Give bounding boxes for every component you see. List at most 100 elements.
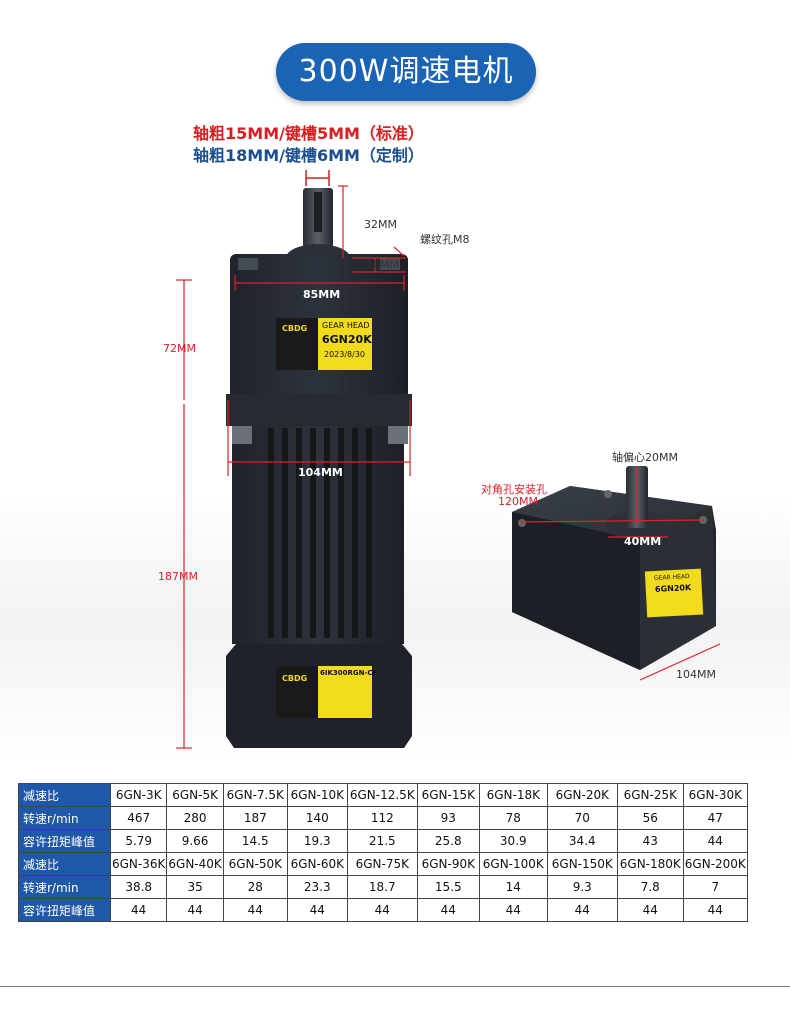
table-cell: 93 [416,806,480,830]
table-cell: 21.5 [346,829,418,853]
table-cell: 6GN-25K [616,783,684,807]
table-row-header: 容许扭矩峰值 [18,898,111,922]
page-title: 300W调速电机 [276,43,536,101]
table-cell: 112 [346,806,418,830]
table-cell: 6GN-18K [478,783,548,807]
table-cell: 7.8 [616,875,684,899]
spec-standard: 轴粗15MM/键槽5MM（标准） [193,124,424,143]
dim-85mm: 85MM [303,288,341,301]
table-cell: 14 [478,875,548,899]
table-row-header: 容许扭矩峰值 [18,829,111,853]
table-cell: 43 [616,829,684,853]
table-cell: 23.3 [286,875,348,899]
table-cell: 44 [616,898,684,922]
table-cell: 6GN-3K [109,783,168,807]
spec-custom: 轴粗18MM/键槽6MM（定制） [193,146,424,165]
table-cell: 6GN-50K [222,852,288,876]
dim-eccentric: 轴偏心20MM [612,451,678,464]
table-cell: 14.5 [222,829,288,853]
table-cell: 6GN-15K [416,783,480,807]
table-cell: 44 [166,898,224,922]
table-row-header: 减速比 [18,852,111,876]
table-cell: 6GN-100K [478,852,548,876]
table-cell: 280 [166,806,224,830]
table-cell: 44 [286,898,348,922]
table-cell: 44 [109,898,168,922]
table-cell: 9.3 [546,875,618,899]
shaft-width-marker [305,170,330,186]
table-cell: 44 [682,829,748,853]
dim-10mm: 10MM [366,258,399,271]
table-cell: 6GN-60K [286,852,348,876]
table-cell: 7 [682,875,748,899]
table-cell: 44 [546,898,618,922]
table-cell: 6GN-200K [682,852,748,876]
table-cell: 15.5 [416,875,480,899]
table-cell: 19.3 [286,829,348,853]
table-cell: 6GN-150K [546,852,618,876]
table-cell: 34.4 [546,829,618,853]
table-cell: 47 [682,806,748,830]
table-cell: 6GN-7.5K [222,783,288,807]
gear-date-label: 2023/8/30 [324,350,366,359]
table-cell: 44 [222,898,288,922]
table-cell: 5.79 [109,829,168,853]
table-cell: 70 [546,806,618,830]
product-drawing [176,170,721,749]
table-cell: 78 [478,806,548,830]
table-cell: 6GN-40K [166,852,224,876]
table-row-header: 转速r/min [18,806,111,830]
gear-head-label: GEAR HEAD [322,321,370,330]
table-row-header: 减速比 [18,783,111,807]
table-cell: 6GN-30K [682,783,748,807]
table-cell: 35 [166,875,224,899]
table-cell: 38.8 [109,875,168,899]
table-row-header: 转速r/min [18,875,111,899]
table-cell: 18.7 [346,875,418,899]
table-cell: 140 [286,806,348,830]
dim-104mm-head: 104MM [676,668,716,681]
dim-diagonal-hole: 对角孔安装孔 [481,483,547,496]
table-cell: 44 [346,898,418,922]
gear-model-label: 6GN20K [322,333,372,346]
dim-40mm: 40MM [624,535,662,548]
table-cell: 6GN-75K [346,852,418,876]
dim-32mm: 32MM [364,218,397,231]
table-cell: 25.8 [416,829,480,853]
table-cell: 6GN-5K [166,783,224,807]
table-cell: 467 [109,806,168,830]
brand-logo: CBDG [282,324,308,333]
table-cell: 6GN-12.5K [346,783,418,807]
table-cell: 6GN-90K [416,852,480,876]
small-gear-model-label: 6GN20K [654,583,692,594]
table-cell: 44 [682,898,748,922]
table-cell: 6GN-20K [546,783,618,807]
table-cell: 6GN-10K [286,783,348,807]
dim-120mm: 120MM [498,495,538,508]
table-cell: 30.9 [478,829,548,853]
divider [0,986,790,987]
dim-72mm: 72MM [163,342,196,355]
table-cell: 6GN-180K [616,852,684,876]
table-cell: 44 [416,898,480,922]
brand-logo-motor: CBDG [282,674,308,683]
dim-screw-hole: 螺纹孔M8 [420,233,470,246]
gear-head-photo [512,466,716,670]
dim-104mm-main: 104MM [298,466,343,479]
dim-187mm: 187MM [158,570,198,583]
dimension-lines [176,185,721,749]
table-cell: 6GN-36K [109,852,168,876]
main-motor [226,188,412,748]
motor-model-label: 6IK300RGN-CF [320,669,378,677]
table-cell: 44 [478,898,548,922]
table-cell: 56 [616,806,684,830]
table-cell: 28 [222,875,288,899]
table-cell: 9.66 [166,829,224,853]
